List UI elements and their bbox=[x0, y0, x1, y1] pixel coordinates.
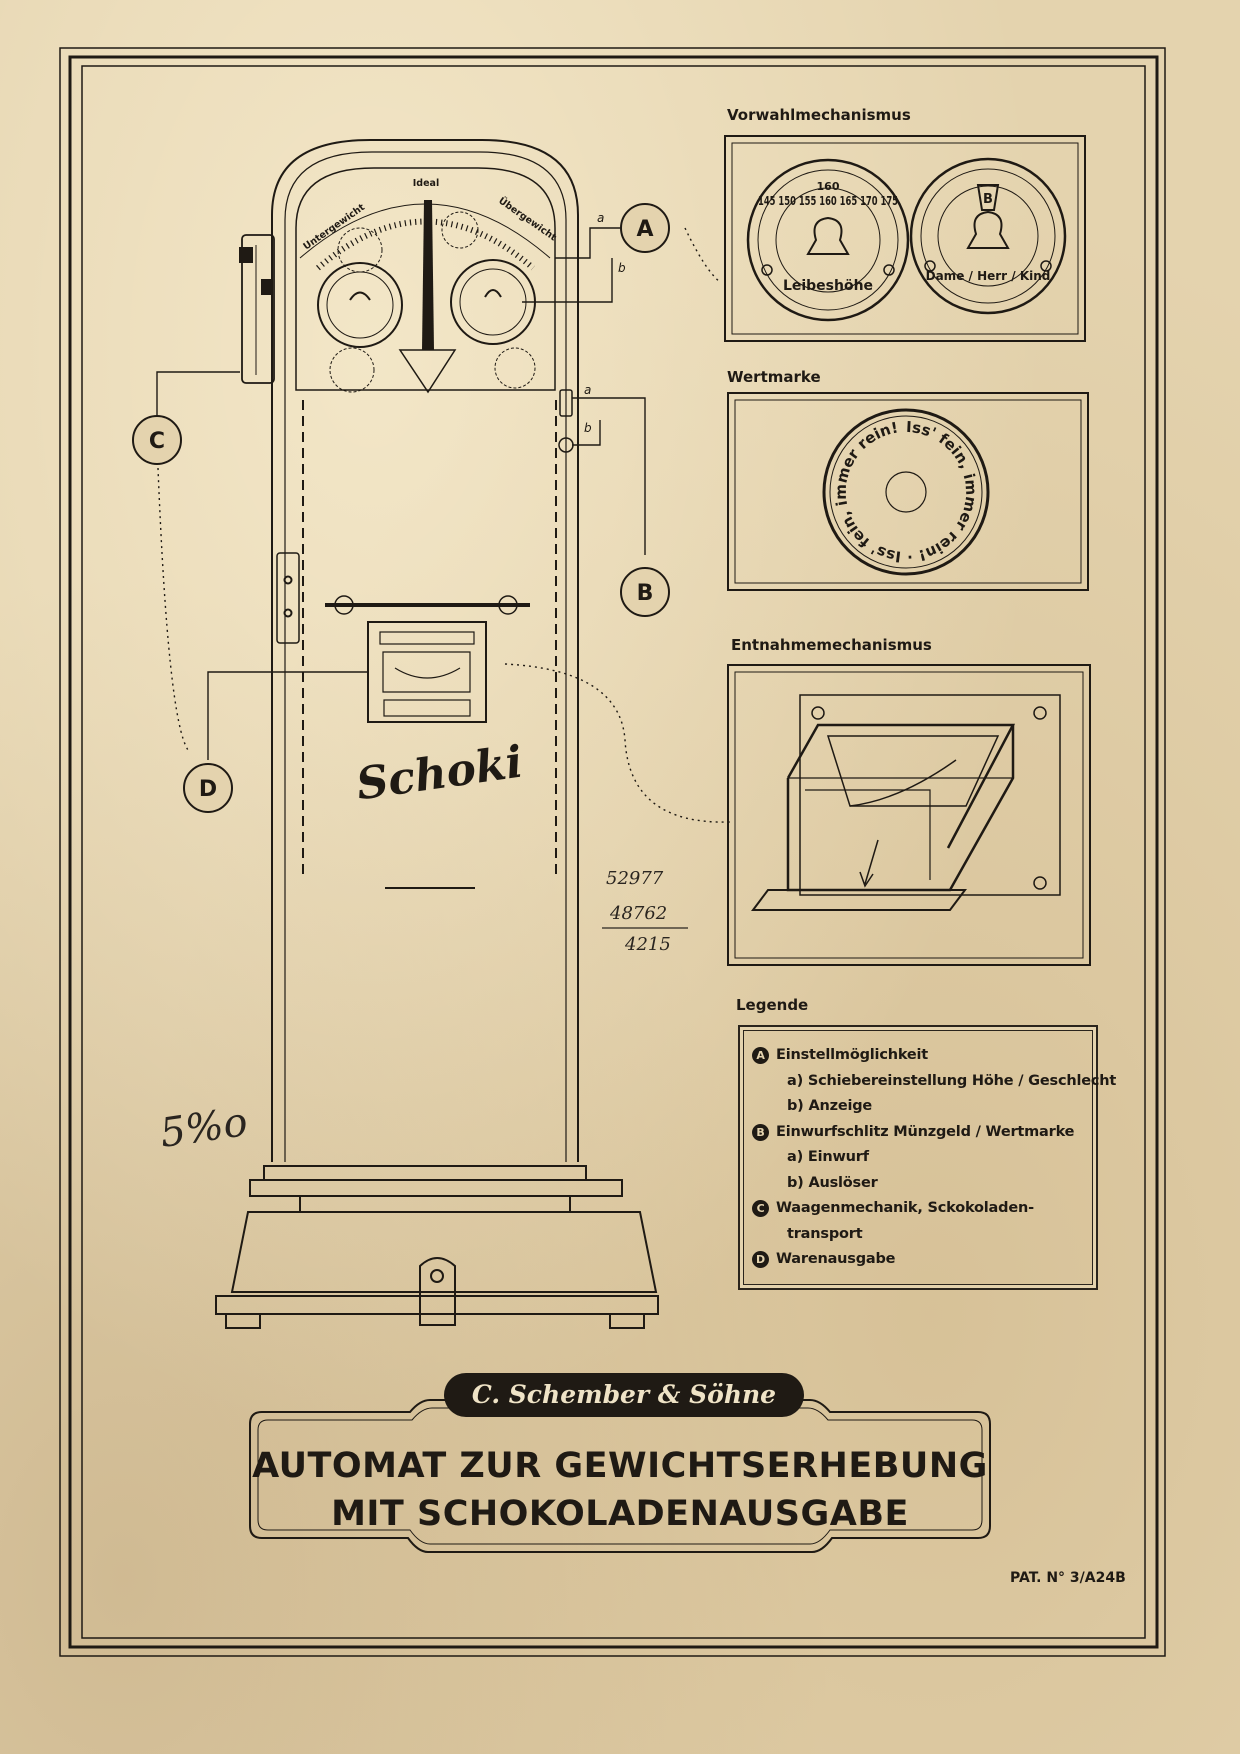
brand-badge: C. Schember & Söhne bbox=[444, 1373, 804, 1417]
legend-box: A Einstellmöglichkeit a) Schiebereinstell… bbox=[738, 1025, 1117, 1290]
height-marker: 160 bbox=[817, 180, 840, 193]
outer-frame bbox=[59, 47, 1166, 1657]
handwritten-number-2: 48762 bbox=[610, 903, 668, 924]
callout-c bbox=[132, 415, 182, 465]
callout-b-label: B bbox=[637, 581, 654, 606]
preset-panel bbox=[724, 135, 1086, 342]
sub-label-a2: a bbox=[584, 383, 591, 397]
callout-a bbox=[620, 203, 670, 253]
legend-item-title: Einwurfschlitz Münzgeld / Wertmarke bbox=[776, 1123, 1075, 1140]
main-title: AUTOMAT ZUR GEWICHTSERHEBUNG MIT SCHOKOL… bbox=[250, 1442, 990, 1538]
legend-sub-item: b) Anzeige bbox=[787, 1098, 873, 1114]
sub-label-b2: b bbox=[584, 421, 592, 435]
legend-item-title: Einstellmöglichkeit bbox=[776, 1047, 929, 1063]
sub-label-a1: a bbox=[597, 211, 604, 225]
dispense-panel-title: Entnahmemechanismus bbox=[731, 636, 932, 654]
legend-marker-c: C bbox=[752, 1200, 769, 1218]
dispense-panel bbox=[727, 664, 1091, 966]
height-scale: 145 150 155 160 165 170 175 bbox=[758, 194, 898, 208]
callout-a-label: A bbox=[636, 217, 653, 242]
leader-lines bbox=[156, 227, 731, 823]
handwritten-number-1: 52977 bbox=[606, 868, 664, 889]
legend-sub-item: a) Einwurf bbox=[787, 1149, 869, 1165]
title-line-1: AUTOMAT ZUR GEWICHTSERHEBUNG bbox=[252, 1446, 988, 1486]
sub-label-b1: b bbox=[618, 261, 626, 275]
legend-marker-d: D bbox=[752, 1251, 769, 1269]
token-panel bbox=[727, 392, 1089, 591]
callout-d bbox=[183, 763, 233, 813]
callout-b bbox=[620, 567, 670, 617]
dial-center-label: Ideal bbox=[413, 178, 439, 189]
legend-marker-a: A bbox=[752, 1047, 769, 1065]
legend-item-b: B Einwurfschlitz Münzgeld / Wertmarke a) … bbox=[752, 1120, 1086, 1197]
legend-item-c: C Waagenmechanik, Sckokoladen- transport bbox=[752, 1196, 1086, 1247]
legend-sub-item: transport bbox=[787, 1225, 863, 1242]
preset-panel-title: Vorwahlmechanismus bbox=[727, 106, 911, 124]
legend-item-title: Waagenmechanik, Sckokoladen- bbox=[776, 1200, 1034, 1216]
legend-item-d: D Warenausgabe bbox=[752, 1247, 1086, 1273]
legend-marker-b: B bbox=[752, 1123, 769, 1141]
height-label: Leibeshöhe bbox=[783, 278, 873, 294]
title-line-2: MIT SCHOKOLADENAUSGABE bbox=[331, 1494, 909, 1534]
gender-label: Dame / Herr / Kind bbox=[926, 269, 1051, 283]
callout-d-label: D bbox=[199, 777, 217, 802]
callout-c-label: C bbox=[149, 429, 165, 454]
handwritten-number-3: 4215 bbox=[625, 934, 671, 955]
legend-item-title: Warenausgabe bbox=[776, 1251, 896, 1267]
legend-sub-item: a) Schiebereinstellung Höhe / Geschlecht bbox=[787, 1072, 1117, 1089]
gender-marker: B bbox=[983, 192, 993, 207]
dial-right-label: Übergewicht bbox=[496, 195, 558, 243]
legend-title: Legende bbox=[736, 996, 809, 1014]
dial-left-label: Untergewicht bbox=[301, 202, 367, 253]
callout-circles bbox=[132, 203, 670, 813]
callout-labels: A B C D bbox=[149, 217, 654, 802]
token-panel-title: Wertmarke bbox=[727, 368, 821, 386]
legend-item-a: A Einstellmöglichkeit a) Schiebereinstell… bbox=[752, 1043, 1117, 1120]
machine-body bbox=[215, 139, 659, 1329]
title-cartouche bbox=[249, 1399, 991, 1553]
patent-number: PAT. N° 3/A24B bbox=[1010, 1570, 1126, 1586]
legend-sub-item: b) Auslöser bbox=[787, 1174, 878, 1191]
